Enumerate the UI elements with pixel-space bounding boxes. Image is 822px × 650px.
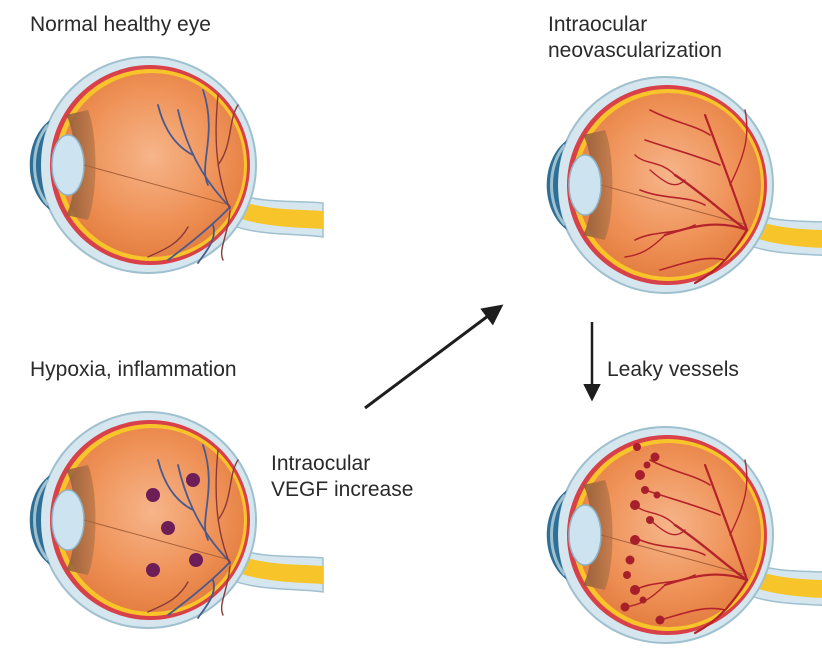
eye-hypoxia-illustration bbox=[30, 412, 323, 628]
hypoxia-dot bbox=[146, 563, 160, 577]
hypoxia-dot bbox=[161, 521, 175, 535]
eye-normal-illustration bbox=[30, 57, 323, 273]
hypoxia-dot bbox=[186, 473, 200, 487]
hypoxia-dot bbox=[146, 488, 160, 502]
label-normal-eye: Normal healthy eye bbox=[30, 12, 211, 38]
eye-leaky-vessels-illustration bbox=[547, 427, 822, 643]
label-leaky-vessels: Leaky vessels bbox=[607, 357, 739, 383]
progression-arrow-diagonal bbox=[365, 307, 500, 408]
hypoxia-dot bbox=[189, 553, 203, 567]
eye-neovascularization-illustration bbox=[547, 77, 822, 293]
label-vegf-increase: Intraocular VEGF increase bbox=[271, 451, 413, 503]
label-hypoxia: Hypoxia, inflammation bbox=[30, 357, 237, 383]
label-neovascularization: Intraocular neovascularization bbox=[548, 12, 722, 64]
